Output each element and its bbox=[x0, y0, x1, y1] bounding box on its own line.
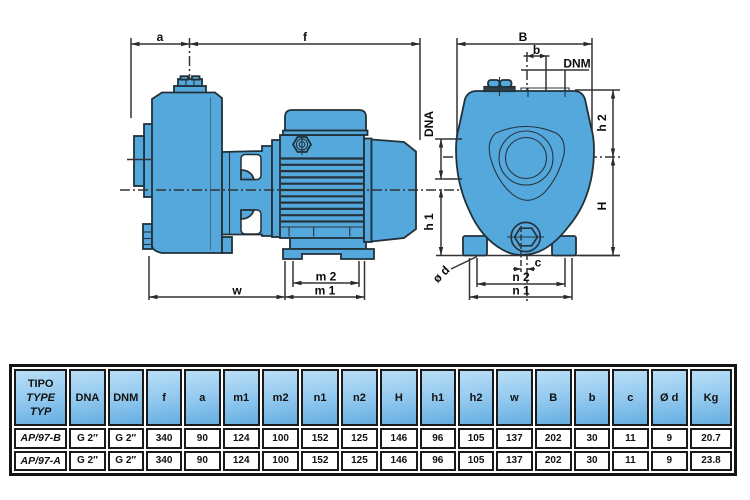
svg-text:DNA: DNA bbox=[422, 111, 436, 137]
svg-text:w: w bbox=[231, 284, 242, 298]
svg-text:a: a bbox=[157, 30, 164, 44]
svg-text:h 2: h 2 bbox=[595, 114, 609, 132]
svg-text:n 2: n 2 bbox=[512, 270, 530, 284]
svg-text:H: H bbox=[595, 202, 609, 211]
svg-text:DNM: DNM bbox=[563, 57, 590, 71]
svg-text:B: B bbox=[519, 30, 528, 44]
svg-text:n 1: n 1 bbox=[512, 284, 530, 298]
svg-text:f: f bbox=[303, 30, 308, 44]
svg-text:m 1: m 1 bbox=[315, 284, 336, 298]
svg-text:ø d: ø d bbox=[430, 263, 453, 286]
svg-text:h 1: h 1 bbox=[422, 213, 436, 231]
svg-text:m 2: m 2 bbox=[316, 270, 337, 284]
svg-text:c: c bbox=[535, 256, 542, 270]
svg-text:b: b bbox=[533, 43, 540, 57]
